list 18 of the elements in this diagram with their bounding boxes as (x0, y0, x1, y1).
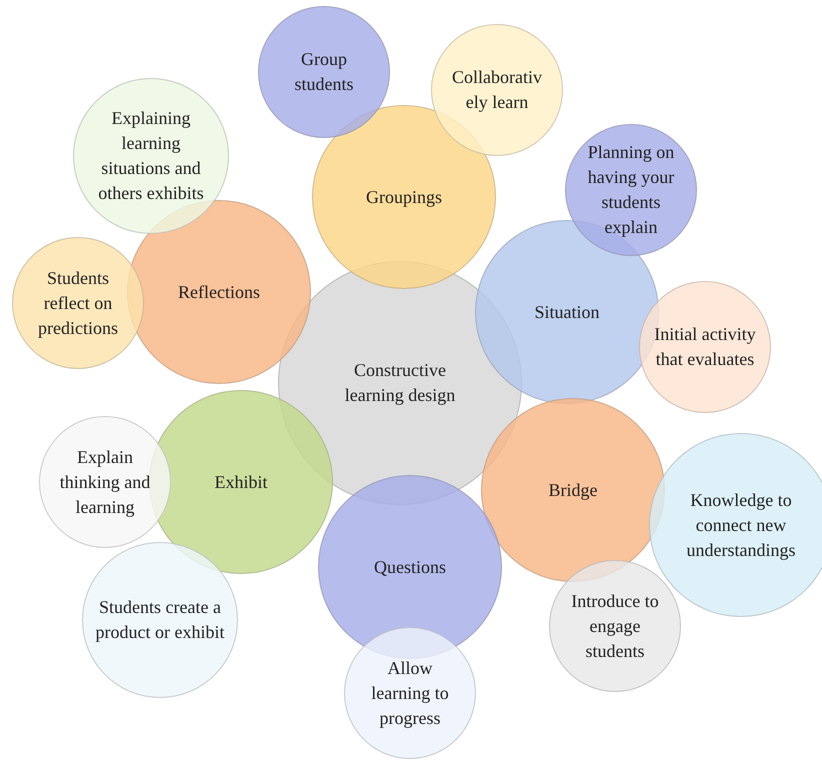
bubble-label: Constructive learning design (344, 359, 456, 407)
bubble-label: Initial activity that evaluates (653, 323, 757, 371)
bubble-label: Situation (534, 300, 600, 324)
bubble-label: Groupings (366, 186, 442, 209)
bubble-label: Explaining learning situations and others exhibits (97, 107, 205, 205)
bubble-label: Knowledge to connect new understandings (686, 488, 796, 562)
bubble-label: Bridge (548, 478, 598, 502)
bubble-label: Introduce to engage students (570, 590, 660, 662)
bubble-label: Allow learning to progress (370, 656, 450, 730)
bubble-label: Students create a product or exhibit (94, 596, 226, 644)
bubble-label: Explain thinking and learning (58, 446, 152, 519)
bubble-label: Planning on having your students explain (586, 141, 676, 239)
bubble-label: Exhibit (214, 470, 268, 494)
bubble-label: Students reflect on predictions (37, 266, 119, 340)
bubble-label: Reflections (178, 280, 260, 304)
bubble-label: Group students (293, 48, 354, 96)
bubble-label: Collaborativ ely learn (451, 66, 543, 114)
bubble-label: Questions (374, 556, 446, 578)
